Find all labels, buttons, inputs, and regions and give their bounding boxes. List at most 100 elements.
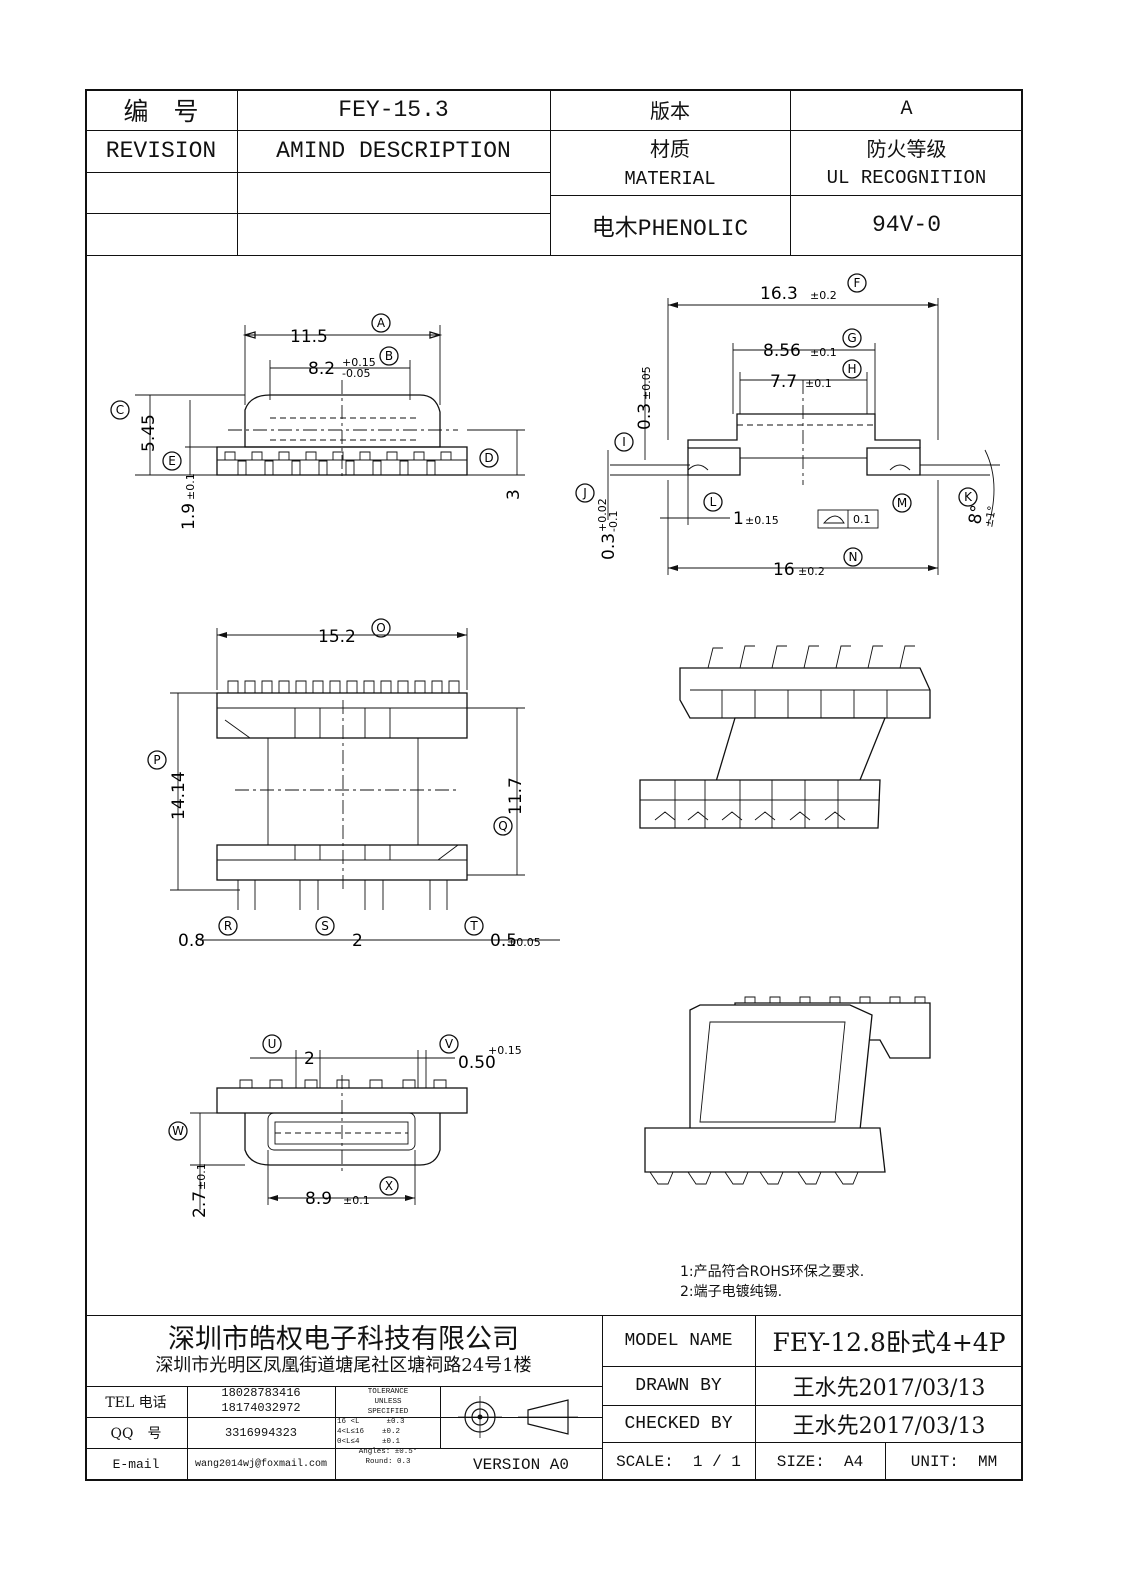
unit: UNIT: MM	[910, 1452, 998, 1471]
tolerance-line: 16 <L ±0.3	[337, 1418, 405, 1426]
dim-balloon-x	[379, 1176, 399, 1196]
title-block-rule	[85, 1417, 602, 1418]
title-block-rule	[602, 1315, 603, 1481]
dim-N-value: 16	[773, 560, 795, 580]
dim-V-tol: +0.15	[488, 1044, 522, 1057]
header-rule	[237, 89, 238, 255]
dim-I-value: 0.3	[635, 403, 655, 430]
tolerance-table: TOLERANCE UNLESS SPECIFIED 16 <L ±0.3 4<…	[337, 1387, 439, 1467]
dim-balloon-label-i: I	[622, 435, 626, 449]
dim-balloon-label-t: T	[469, 919, 478, 933]
checked-by-value: 王水先2017/03/13	[792, 1413, 986, 1439]
dim-B-tol-minus: -0.05	[342, 367, 370, 380]
dim-J-tol-minus: -0.1	[607, 511, 620, 532]
version-value: A	[900, 98, 913, 121]
dim-balloon-label-a: A	[377, 316, 386, 330]
drawn-by-label: DRAWN BY	[635, 1375, 722, 1396]
note-1: 1:产品符合ROHS环保之要求.	[680, 1264, 865, 1280]
material-label-cn: 材质	[650, 136, 690, 161]
dim-balloon-l	[703, 492, 723, 512]
title-block-rule	[85, 1386, 602, 1387]
front-view-body	[244, 394, 441, 448]
top-view-lower-flange	[216, 844, 468, 881]
dim-Q-value: 11.7	[506, 777, 526, 815]
isometric-view-top	[639, 645, 931, 829]
top-view-upper-flange	[216, 692, 468, 739]
header-rule	[85, 213, 550, 214]
material-value: 电木PHENOLIC	[591, 216, 749, 242]
dim-balloon-label-b: B	[385, 349, 393, 363]
dim-balloon-label-d: D	[484, 451, 493, 465]
revision-label: REVISION	[105, 138, 217, 164]
header-rule	[550, 195, 1023, 196]
fire-rating-label-cn: 防火等级	[866, 136, 947, 161]
scale: SCALE: 1 / 1	[616, 1452, 741, 1471]
dim-balloon-label-q: Q	[498, 819, 507, 833]
title-block-rule	[885, 1442, 886, 1481]
dim-balloon-label-u: U	[268, 1037, 277, 1051]
tolerance-line: 4<L≤16 ±0.2	[337, 1428, 401, 1436]
email-value: wang2014wj@foxmail.com	[194, 1459, 328, 1470]
dim-balloon-c	[110, 400, 130, 420]
header-rule	[790, 89, 791, 255]
title-block-rule	[602, 1405, 1023, 1406]
dim-S-value: 2	[352, 931, 363, 951]
number-value: FEY-15.3	[338, 96, 449, 123]
dim-balloon-b	[379, 346, 399, 366]
email-label: E-mail	[112, 1457, 160, 1472]
dim-P-value: 14.14	[169, 771, 189, 820]
note-2: 2:端子电镀纯锡.	[680, 1284, 783, 1300]
dim-L-value: 1	[733, 509, 744, 529]
dim-balloon-m	[892, 493, 912, 513]
dim-balloon-a	[371, 313, 391, 333]
dim-F-tol: ±0.2	[810, 289, 837, 302]
dim-balloon-label-n: N	[849, 550, 858, 564]
dim-E-value: 1.9	[179, 503, 199, 530]
title-block-rule	[85, 1448, 602, 1449]
dim-M-value: 0.1	[853, 513, 871, 526]
dim-G-tol: ±0.1	[810, 346, 837, 359]
title-block-rule	[440, 1386, 441, 1448]
dim-A-value: 11.5	[290, 327, 328, 347]
company-name: 深圳市皓权电子科技有限公司	[168, 1323, 519, 1355]
title-block-rule	[335, 1386, 336, 1481]
dim-balloon-t	[464, 916, 484, 936]
dim-balloon-q	[493, 816, 513, 836]
dim-X-value: 8.9	[305, 1189, 332, 1209]
dim-balloon-label-e: E	[168, 454, 176, 468]
dim-balloon-label-v: V	[445, 1037, 454, 1051]
dim-K-tol: ±1°	[982, 505, 999, 529]
number-label: 编 号	[123, 96, 199, 126]
dim-U-value: 2	[304, 1049, 315, 1069]
dim-balloon-n	[843, 547, 863, 567]
tel-value-1: 18028783416	[221, 1386, 301, 1400]
dim-balloon-p	[147, 750, 167, 770]
side-view: 16.3 ±0.2 8.56 ±0.1 7.7 ±0.1 0.3 ±0.05 0…	[596, 284, 1000, 580]
dim-balloon-label-m: M	[897, 496, 907, 510]
checked-by-label: CHECKED BY	[624, 1413, 733, 1434]
tel-label: TEL 电话	[105, 1394, 167, 1411]
drawing-frame	[85, 89, 1023, 1481]
company-address: 深圳市光明区凤凰街道塘尾社区塘祠路24号1楼	[155, 1355, 532, 1376]
dim-J-tol-plus: +0.02	[596, 498, 609, 532]
dim-balloon-r	[218, 916, 238, 936]
tolerance-line: SPECIFIED	[367, 1408, 409, 1416]
tolerance-line: Angles: ±0.5°	[358, 1448, 418, 1456]
tolerance-line: Round: 0.3	[365, 1458, 411, 1466]
dim-B-value: 8.2	[308, 359, 335, 379]
tolerance-line: 0<L≤4 ±0.1	[337, 1438, 401, 1446]
dim-balloon-s	[315, 916, 335, 936]
dim-W-value: 2.7	[190, 1191, 210, 1218]
dim-balloon-k	[958, 487, 978, 507]
tolerance-line: TOLERANCE	[367, 1388, 409, 1396]
dim-balloon-label-k: K	[964, 490, 973, 504]
header-rule	[85, 255, 1023, 256]
qq-label: QQ 号	[110, 1425, 162, 1442]
dim-balloon-h	[842, 359, 862, 379]
dim-balloon-label-x: X	[385, 1179, 393, 1193]
dim-O-value: 15.2	[318, 627, 356, 647]
dim-L-tol: ±0.15	[745, 514, 779, 527]
isometric-view-bottom	[644, 996, 931, 1185]
dim-X-tol: ±0.1	[343, 1194, 370, 1207]
